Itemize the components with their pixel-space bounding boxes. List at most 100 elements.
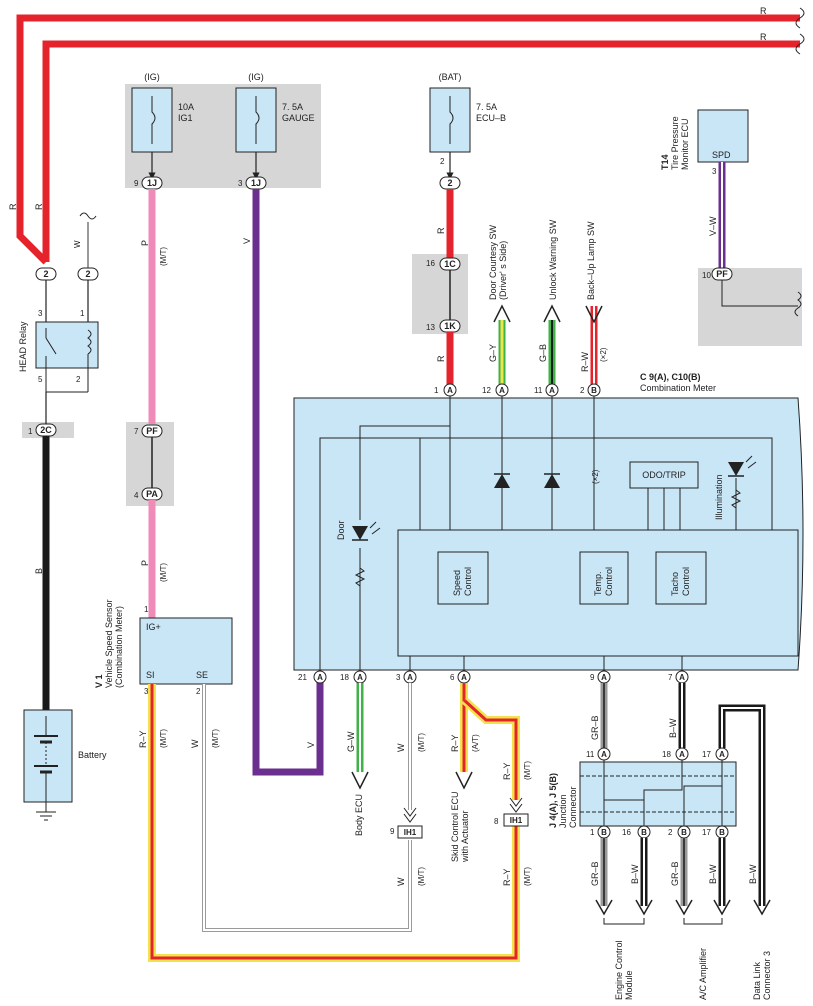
meter-pin-2b: 2 B [580,383,601,397]
svg-text:A: A [679,673,685,682]
wire-label-r-y-ih1: R–Y [502,868,512,886]
svg-text:IH1: IH1 [404,828,417,837]
svg-text:2: 2 [580,386,585,395]
wire-label-b-w-2: B–W [708,864,718,884]
svg-text:A: A [461,673,467,682]
dest-body-ecu: Body ECU [354,794,364,836]
wire-label-x2-meter: (×2) [591,469,600,484]
wire-label-r-ecub-2: R [436,355,446,362]
svg-text:B: B [719,828,725,837]
svg-text:1: 1 [28,427,33,436]
meter-pin-6a: 6 A [450,670,471,684]
jc-pin-17a: 17 A [702,747,729,761]
meter-pin-7a: 7 A [668,670,689,684]
battery-label: Battery [78,750,107,760]
wire-label-g-y: G–Y [488,344,498,362]
svg-text:18: 18 [662,750,671,759]
svg-text:A: A [407,673,413,682]
junction-block-tpms [698,268,802,346]
svg-text:PA: PA [146,489,158,499]
fuse-gauge-name: GAUGE [282,113,315,123]
svg-text:18: 18 [340,673,349,682]
speed-control-1: Speed [452,570,462,596]
temp-control-1: Temp. [593,571,603,596]
wire-break-relay [79,212,97,220]
connector-pa-4: 4 PA [134,487,163,501]
pin-3-relay: 3 [38,309,43,318]
svg-text:A: A [357,673,363,682]
svg-text:2: 2 [668,828,673,837]
dest-ecm-1: Engine Control [614,940,624,1000]
connector-2-relay-a: 2 [35,267,57,281]
tpms-code: T14 [660,154,670,170]
head-relay-label: HEAD Relay [18,321,28,372]
meter-pin-18a: 18 A [340,670,367,684]
fuse-ecub-rating: 7. 5A [476,102,497,112]
battery [23,709,73,803]
jc-output-wires [595,838,771,925]
fuse-ig1-name: IG1 [178,113,193,123]
wire-label-mt-p-1: (M/T) [159,247,168,266]
svg-text:13: 13 [426,323,435,332]
tacho-control-1: Tacho [670,572,680,596]
dest-skid-2: with Actuator [460,810,470,863]
dest-skid-1: Skid Control ECU [450,791,460,862]
wire-label-r-top-1: R [760,6,767,16]
svg-text:IH1: IH1 [510,816,523,825]
power-ig-2: (IG) [248,72,264,82]
svg-text:PF: PF [716,269,728,279]
svg-text:21: 21 [298,673,307,682]
tacho-control-2: Control [681,567,691,596]
connector-2-ecub: 2 [439,176,461,190]
svg-text:A: A [447,386,453,395]
wire-r-top-2 [42,40,800,262]
tpms-name-1: Tire Pressure [670,116,680,170]
svg-text:1: 1 [590,828,595,837]
connector-ih1-9: 9 IH1 [390,825,423,839]
wire-label-mt-ih1-w: (M/T) [417,867,426,886]
wire-label-r-y-si: R–Y [138,730,148,748]
jc-pin-1b: 1 B [590,825,611,839]
svg-text:17: 17 [702,750,711,759]
svg-text:2: 2 [447,178,452,188]
wire-label-p-1: P [140,240,150,246]
svg-text:6: 6 [450,673,455,682]
dest-dlc-2: Connector 3 [762,951,772,1000]
wire-label-w-relay: W [73,240,82,248]
vss-si: SI [146,670,155,680]
wire-label-b-w-meter: B–W [668,718,678,738]
jc-pin-16b: 16 B [622,825,651,839]
svg-text:11: 11 [586,750,595,759]
svg-text:A: A [499,386,505,395]
wire-label-w-meter: W [396,743,406,752]
svg-text:9: 9 [390,827,395,836]
connector-ih1-8: 8 IH1 [494,813,529,827]
wire-v-gauge [252,189,324,776]
wire-label-b-w-3: B–W [748,864,758,884]
wire-label-at: (A/T) [471,734,480,752]
svg-text:2: 2 [85,269,90,279]
vehicle-speed-sensor [139,617,233,685]
pin-2-ecub: 2 [440,157,445,166]
jc-pin-2b: 2 B [668,825,691,839]
door-label: Door [336,520,346,540]
svg-text:7: 7 [134,427,139,436]
svg-text:A: A [549,386,555,395]
tpms-spd: SPD [712,150,731,160]
meter-pin-21a: 21 A [298,670,327,684]
wire-label-g-w: G–W [346,731,356,752]
wire-label-r-ecub-1: R [436,227,446,234]
jc-pin-18a: 18 A [662,747,689,761]
fuse-gauge-rating: 7. 5A [282,102,303,112]
svg-text:1: 1 [434,386,439,395]
svg-text:A: A [317,673,323,682]
tacho-control [655,551,707,605]
meter-name: Combination Meter [640,383,716,393]
jc-name-2: Connector [568,786,578,828]
wire-label-v-1: V [242,238,252,244]
wire-label-b: B [34,568,44,574]
wire-label-r-left-2: R [34,203,44,210]
svg-text:12: 12 [482,386,491,395]
pin-1-relay: 1 [80,309,85,318]
